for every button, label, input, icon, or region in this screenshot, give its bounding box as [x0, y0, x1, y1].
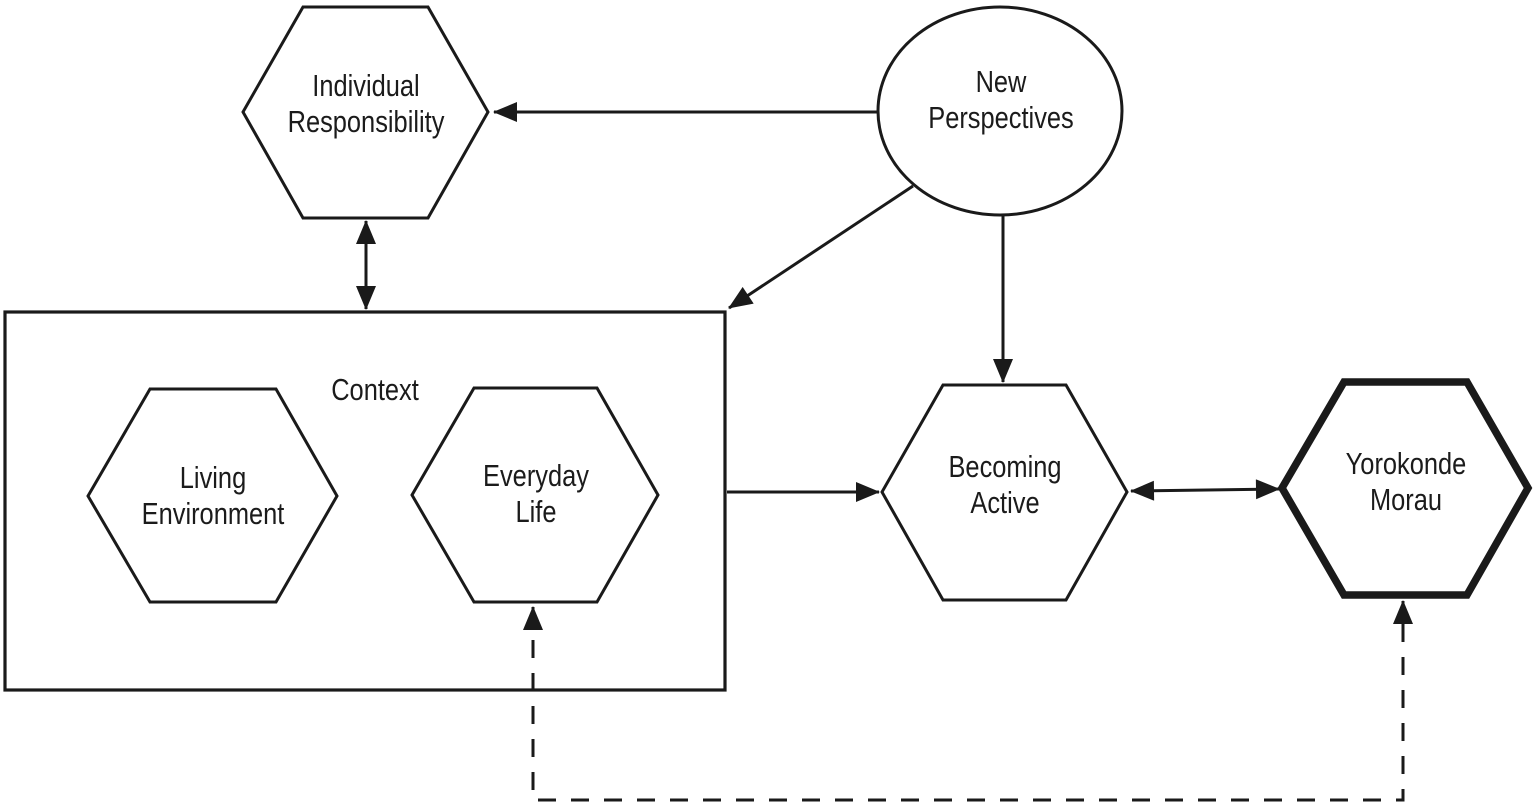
living-environment-hexagon — [86, 387, 339, 604]
label-line: New — [975, 64, 1027, 99]
becoming-active-hexagon — [880, 383, 1129, 602]
becoming-active-label: Becoming Active — [948, 449, 1061, 521]
label-line: Environment — [141, 496, 285, 531]
label-line: Responsibility — [287, 104, 445, 139]
edge-new-perspectives-to-context — [728, 184, 914, 310]
label-line: Becoming — [948, 449, 1062, 484]
label-line: Context — [331, 372, 419, 407]
new-perspectives-ellipse — [876, 5, 1124, 217]
yorokonde-morau-label: Yorokonde Morau — [1346, 446, 1467, 518]
label-line: Life — [515, 494, 557, 529]
label-line: Individual — [312, 68, 420, 103]
label-line: Yorokonde — [1345, 446, 1467, 481]
context-rectangle — [3, 310, 727, 692]
individual-responsibility-hexagon — [241, 5, 490, 220]
label-line: Morau — [1369, 482, 1443, 517]
new-perspectives-label: New Perspectives — [928, 64, 1074, 136]
everyday-life-label: Everyday Life — [483, 458, 589, 530]
label-line: Everyday — [483, 458, 589, 493]
edge-becoming-active-yorokonde-morau-double-arrow — [1130, 479, 1280, 501]
individual-responsibility-label: Individual Responsibility — [288, 68, 445, 140]
living-environment-label: Living Environment — [142, 460, 285, 532]
context-label: Context — [331, 372, 419, 408]
label-line: Living — [179, 460, 247, 495]
yorokonde-morau-hexagon — [1277, 378, 1533, 599]
edge-everyday-life-yorokonde-morau-dashed — [523, 600, 1413, 802]
label-line: Active — [970, 485, 1040, 520]
everyday-life-hexagon — [410, 386, 660, 604]
label-line: Perspectives — [928, 100, 1074, 135]
